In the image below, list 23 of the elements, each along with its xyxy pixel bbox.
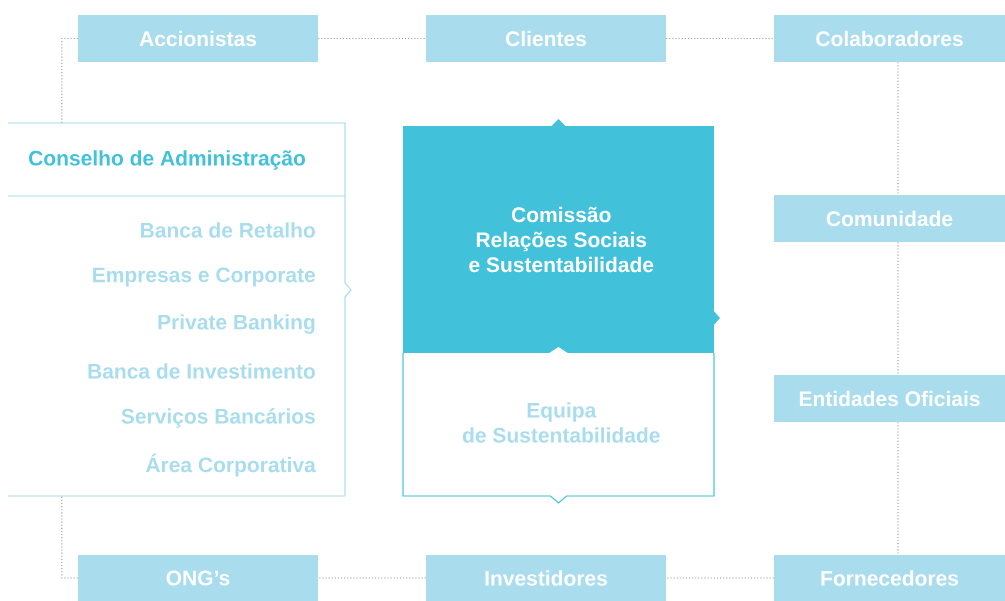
committee-box: Comissão Relações Sociais e Sustentabilidade [403, 119, 720, 353]
connector-line [61, 495, 79, 579]
stakeholder-box: Fornecedores [774, 555, 1005, 601]
list-item: Banca de Investimento [88, 363, 315, 379]
stakeholder-box: Comunidade [774, 195, 1005, 242]
team-box: Equipa de Sustentabilidade [402, 347, 715, 504]
stakeholder-box: Accionistas [78, 15, 318, 62]
list-item: Área Corporativa [145, 453, 316, 477]
list-item: Private Banking [158, 314, 315, 334]
stakeholder-box: Colaboradores [774, 15, 1005, 62]
connector-line [665, 37, 775, 40]
list-item: Serviços Bancários [121, 408, 315, 428]
stakeholder-box: Entidades Oficiais [774, 375, 1005, 422]
panel-heading: Conselho de Administração [29, 150, 306, 170]
connector-line [317, 37, 427, 40]
connector-line [61, 37, 79, 124]
list-panel [7, 122, 352, 497]
stakeholder-box: Clientes [426, 15, 666, 62]
stakeholder-box: ONG’s [78, 555, 318, 601]
node-label: Equipa de Sustentabilidade [462, 402, 660, 443]
list-item: Empresas e Corporate [93, 267, 316, 287]
list-item: Banca de Retalho [141, 222, 315, 238]
stakeholder-box: Investidores [426, 555, 666, 601]
